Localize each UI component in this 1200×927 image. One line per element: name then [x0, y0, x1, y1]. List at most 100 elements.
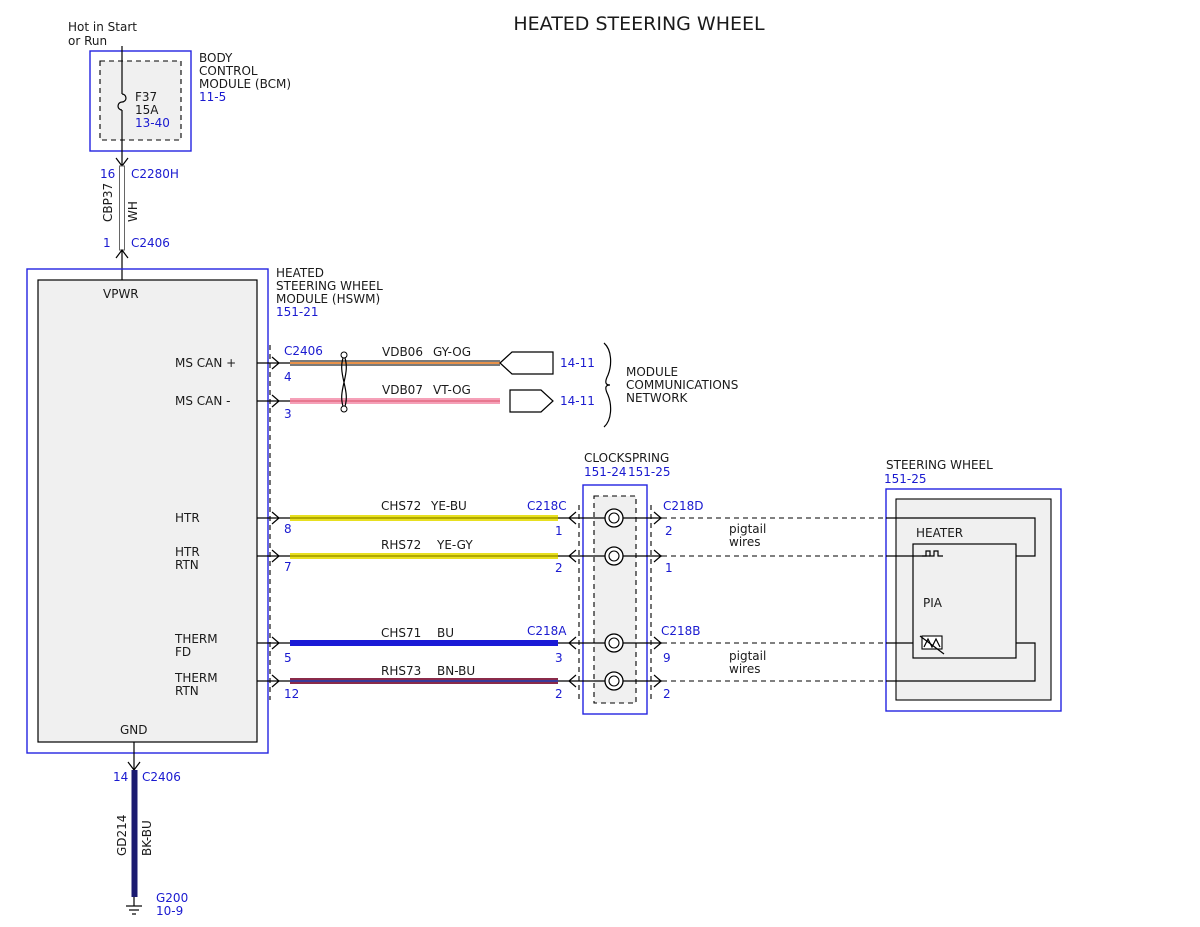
power-label-line1: Hot in Start — [68, 20, 137, 34]
therm-circuit-1: CHS71 — [381, 626, 421, 640]
clockspring-component — [578, 484, 652, 715]
network-label-line1: MODULE — [626, 365, 678, 379]
ground-pin: 14 — [113, 770, 128, 784]
pin-number: 12 — [284, 687, 299, 701]
bcm-ref[interactable]: 11-5 — [199, 90, 226, 104]
hswm-pin-stubs — [257, 356, 290, 688]
hswm-module — [26, 268, 271, 754]
pin-label-htr-rtn-2: RTN — [175, 558, 199, 572]
bcm-name-line2: CONTROL — [199, 64, 258, 78]
can-circuit-1: VDB06 — [382, 345, 423, 359]
ground-circuit: GD214 — [115, 815, 129, 856]
ground-wire[interactable] — [131, 770, 138, 897]
clockspring-conn-right-b[interactable]: C218B — [661, 624, 701, 638]
pin-label-therm-fd-1: THERM — [174, 632, 218, 646]
heater-wire-2[interactable] — [290, 553, 558, 559]
cs-left-pin: 1 — [555, 524, 563, 538]
pin-number: 4 — [284, 370, 292, 384]
pigtail-label-2b: wires — [729, 662, 760, 676]
twisted-pair-symbol — [341, 354, 347, 410]
clockspring-circuits — [558, 508, 662, 691]
offpage-connector-1[interactable] — [499, 351, 554, 375]
cs-right-pin: 9 — [663, 651, 671, 665]
can-wire-1[interactable] — [290, 360, 500, 366]
pin-label-therm-rtn-1: THERM — [174, 671, 218, 685]
clockspring-ref-2[interactable]: 151-25 — [628, 465, 671, 479]
diagram-title: HEATED STEERING WHEEL — [513, 13, 765, 35]
heater-circuit-1: CHS72 — [381, 499, 421, 513]
heater-color-1: YE-BU — [430, 499, 467, 513]
ground-color: BK-BU — [140, 820, 154, 856]
offpage-ref-1[interactable]: 14-11 — [560, 356, 595, 370]
heater-circuit-2: RHS72 — [381, 538, 421, 552]
pigtail-wires — [662, 517, 886, 682]
can-wire-2[interactable] — [290, 398, 500, 404]
clockspring-conn-right-a[interactable]: C218D — [663, 499, 704, 513]
ground-connector[interactable]: C2406 — [142, 770, 181, 784]
ground-ref[interactable]: 10-9 — [156, 904, 183, 918]
steering-wheel-component — [885, 488, 1062, 712]
heater-color-2: YE-GY — [436, 538, 473, 552]
feed-wire — [119, 165, 125, 251]
feed-bottom-connector[interactable]: C2406 — [131, 236, 170, 250]
ground-symbol — [126, 905, 142, 915]
steering-wheel-ref[interactable]: 151-25 — [884, 472, 927, 486]
cs-left-pin: 2 — [555, 561, 563, 575]
heater-wire-1[interactable] — [290, 515, 558, 521]
pin-label-therm-rtn-2: RTN — [175, 684, 199, 698]
hswm-ref[interactable]: 151-21 — [276, 305, 319, 319]
offpage-ref-2[interactable]: 14-11 — [560, 394, 595, 408]
pin-number: 8 — [284, 522, 292, 536]
clockspring-ref-1[interactable]: 151-24 — [584, 465, 627, 479]
pin-label-therm-fd-2: FD — [175, 645, 191, 659]
fuse-ref[interactable]: 13-40 — [135, 116, 170, 130]
pin-label-htr-rtn-1: HTR — [175, 545, 200, 559]
clockspring-name: CLOCKSPRING — [584, 451, 669, 465]
therm-color-1: BU — [437, 626, 454, 640]
heater-element-symbol — [922, 550, 943, 557]
cs-right-pin: 1 — [665, 561, 673, 575]
pin-label-ms-can-plus: MS CAN + — [175, 356, 236, 370]
fuse-id: F37 — [135, 90, 157, 104]
pin-number: 7 — [284, 560, 292, 574]
heater-label: HEATER — [916, 526, 963, 540]
feed-color: WH — [126, 201, 140, 222]
can-circuit-2: VDB07 — [382, 383, 423, 397]
network-label-line2: COMMUNICATIONS — [626, 378, 738, 392]
pin-label-ms-can-minus: MS CAN - — [175, 394, 231, 408]
thermistor-symbol — [919, 635, 945, 655]
therm-wire-2[interactable] — [290, 678, 558, 684]
hswm-connector[interactable]: C2406 — [284, 344, 323, 358]
therm-circuit-2: RHS73 — [381, 664, 421, 678]
can-color-1: GY-OG — [433, 345, 471, 359]
hswm-gnd-label: GND — [120, 723, 148, 737]
network-brace — [603, 342, 612, 428]
cs-left-pin: 2 — [555, 687, 563, 701]
pin-label-htr: HTR — [175, 511, 200, 525]
hswm-name-line3: MODULE (HSWM) — [276, 292, 380, 306]
feed-top-connector[interactable]: C2280H — [131, 167, 179, 181]
steering-wheel-name: STEERING WHEEL — [886, 458, 993, 472]
feed-bottom-pin: 1 — [103, 236, 111, 250]
bcm-name-line3: MODULE (BCM) — [199, 77, 291, 91]
therm-color-2: BN-BU — [437, 664, 475, 678]
network-label-line3: NETWORK — [626, 391, 689, 405]
therm-wire-1[interactable] — [290, 640, 558, 646]
cs-right-pin: 2 — [665, 524, 673, 538]
pigtail-label-1b: wires — [729, 535, 760, 549]
bcm-module: F37 15A 13-40 — [89, 46, 192, 166]
cs-left-pin: 3 — [555, 651, 563, 665]
feed-circuit: CBP37 — [101, 183, 115, 222]
pia-label: PIA — [923, 596, 943, 610]
clockspring-conn-left-a[interactable]: C218C — [527, 499, 567, 513]
clockspring-conn-left-b[interactable]: C218A — [527, 624, 567, 638]
can-color-2: VT-OG — [433, 383, 471, 397]
pin-number: 3 — [284, 407, 292, 421]
power-label-line2: or Run — [68, 34, 107, 48]
hswm-name-line2: STEERING WHEEL — [276, 279, 383, 293]
ground-id[interactable]: G200 — [156, 891, 188, 905]
fuse-rating: 15A — [135, 103, 159, 117]
hswm-name-line1: HEATED — [276, 266, 324, 280]
offpage-connector-2[interactable] — [509, 389, 554, 413]
